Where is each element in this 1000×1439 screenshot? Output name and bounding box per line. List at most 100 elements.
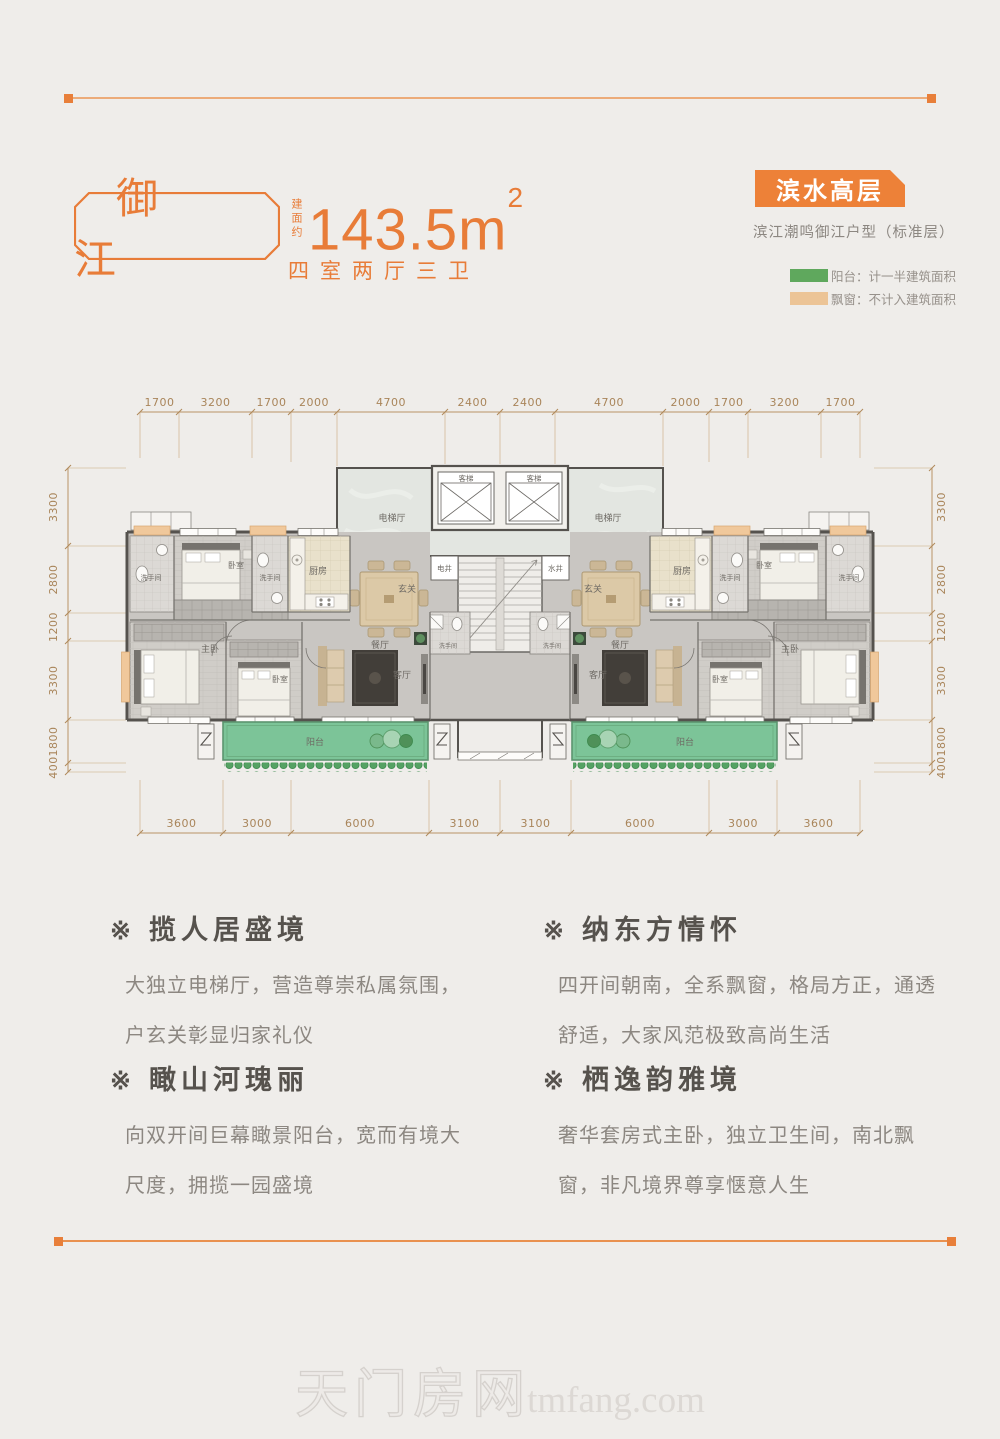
legend-baywindow: 飘窗：不计入建筑面积 [790,289,956,308]
feature-1: ※ 揽人居盛境 大独立电梯厅，营造尊崇私属氛围，户玄关彰显归家礼仪 [95,908,495,1061]
room-label-bath: 洗手间 [439,642,457,650]
legend-baywindow-label: 飘窗：不计入建筑面积 [831,293,957,307]
svg-text:1800: 1800 [47,727,60,757]
svg-text:2400: 2400 [513,396,543,409]
feature-4-title: 栖逸韵雅境 [581,1065,742,1095]
feature-marker: ※ [110,1067,131,1095]
dimension-lines [64,408,936,837]
room-label-bath: 洗手间 [720,573,741,582]
room-label-living: 客厅 [589,669,607,680]
svg-text:1700: 1700 [826,396,856,409]
svg-text:6000: 6000 [345,817,375,830]
top-divider [64,93,936,103]
svg-text:6000: 6000 [625,817,655,830]
room-label-bedroom: 卧室 [712,674,728,684]
area-group: 建面约 143.5m2 [288,182,524,263]
room-labels: 客梯 客梯 电梯厅 电梯厅 电井 水井 玄关 玄关 洗手间 洗手间 洗手间 卧室… [141,473,860,747]
svg-text:3300: 3300 [935,492,948,522]
svg-text:1200: 1200 [935,612,948,642]
svg-text:2000: 2000 [671,396,701,409]
room-label-entry: 玄关 [398,583,416,594]
svg-text:4700: 4700 [594,396,624,409]
svg-text:1200: 1200 [47,612,60,642]
layout-type: 四室两厅三卫 [288,260,480,283]
room-label-balcony: 阳台 [306,736,324,747]
legend-balcony-label: 阳台：计一半建筑面积 [831,270,957,284]
plan-name: 御江 [74,175,201,283]
room-label-lift: 客梯 [459,473,474,483]
svg-text:3100: 3100 [521,817,551,830]
feature-3: ※ 瞰山河瑰丽 向双开间巨幕瞰景阳台，宽而有境大尺度，拥揽一园盛境 [95,1058,495,1211]
feature-marker: ※ [110,917,131,945]
room-label-elec-shaft: 电井 [437,563,452,573]
room-label-kitchen: 厨房 [673,565,691,576]
room-label-bath: 洗手间 [260,573,281,582]
room-label-dining: 餐厅 [611,639,629,650]
svg-text:3300: 3300 [47,492,60,522]
feature-marker: ※ [543,917,564,945]
room-label-bath: 洗手间 [543,642,561,650]
room-label-bath: 洗手间 [141,573,162,582]
core-geometry [336,464,664,761]
watermark-cn: 天门房网 [294,1364,532,1424]
legend: 阳台：计一半建筑面积 飘窗：不计入建筑面积 [790,266,956,312]
legend-tan-swatch [790,292,828,305]
svg-text:2400: 2400 [458,396,488,409]
svg-text:1700: 1700 [145,396,175,409]
feature-4: ※栖逸韵雅境 奢华套房式主卧，独立卫生间，南北飘窗，非凡境界尊享惬意人生 [528,1058,940,1211]
feature-3-heading: ※ 瞰山河瑰丽 [95,1058,495,1097]
feature-2-title: 纳东方情怀 [581,915,742,945]
room-label-bath: 洗手间 [839,573,860,582]
svg-text:3200: 3200 [770,396,800,409]
room-label-master: 主卧 [781,643,799,654]
dimension-labels: 1700 3200 1700 2000 4700 2400 2400 4700 … [47,396,948,830]
svg-text:1700: 1700 [257,396,287,409]
svg-text:3300: 3300 [935,666,948,696]
watermark: 天门房网 tmfang.com [294,1352,705,1428]
svg-text:2800: 2800 [47,565,60,595]
octagon-border [74,192,280,260]
room-label-lift: 客梯 [527,473,542,483]
room-label-living: 客厅 [393,669,411,680]
category-badge: 滨水高层 [755,170,905,207]
area-value: 143.5m2 [308,182,524,263]
feature-1-title: 揽人居盛境 [148,915,309,945]
room-label-bedroom: 卧室 [756,560,772,570]
room-label-bedroom: 卧室 [228,560,244,570]
area-prefix: 建面约 [290,198,302,240]
feature-4-body: 奢华套房式主卧，独立卫生间，南北飘窗，非凡境界尊享惬意人生 [558,1125,915,1197]
svg-text:400: 400 [47,756,60,779]
watermark-en: tmfang.com [527,1380,705,1421]
feature-3-title: 瞰山河瑰丽 [148,1065,309,1095]
feature-3-body: 向双开间巨幕瞰景阳台，宽而有境大尺度，拥揽一园盛境 [125,1125,461,1197]
svg-text:3000: 3000 [728,817,758,830]
legend-green-swatch [790,269,828,282]
svg-text:3100: 3100 [450,817,480,830]
area-superscript: 2 [507,182,525,213]
svg-text:1700: 1700 [714,396,744,409]
bottom-divider [54,1236,956,1246]
feature-4-heading: ※栖逸韵雅境 [528,1058,940,1097]
room-label-master: 主卧 [201,643,219,654]
svg-text:2000: 2000 [299,396,329,409]
svg-text:1800: 1800 [935,727,948,757]
feature-1-body: 大独立电梯厅，营造尊崇私属氛围，户玄关彰显归家礼仪 [125,975,461,1047]
room-label-kitchen: 厨房 [309,565,327,576]
feature-2-body: 四开间朝南，全系飘窗，格局方正，通透舒适，大家风范极致高尚生活 [558,975,936,1047]
floorplan-svg: 1700 3200 1700 2000 4700 2400 2400 4700 … [47,396,948,837]
legend-balcony: 阳台：计一半建筑面积 [790,266,956,285]
plan-name-box: 御江 [74,175,280,283]
room-label-elevator-hall: 电梯厅 [378,512,405,523]
svg-text:3200: 3200 [201,396,231,409]
svg-text:4700: 4700 [376,396,406,409]
svg-text:3300: 3300 [47,666,60,696]
room-label-balcony: 阳台 [676,736,694,747]
feature-1-heading: ※ 揽人居盛境 [95,908,495,947]
feature-2-heading: ※ 纳东方情怀 [528,908,940,947]
area-number: 143.5m [308,197,508,263]
svg-text:3600: 3600 [167,817,197,830]
svg-text:3600: 3600 [804,817,834,830]
feature-2: ※ 纳东方情怀 四开间朝南，全系飘窗，格局方正，通透舒适，大家风范极致高尚生活 [528,908,940,1061]
right-unit [548,510,880,773]
